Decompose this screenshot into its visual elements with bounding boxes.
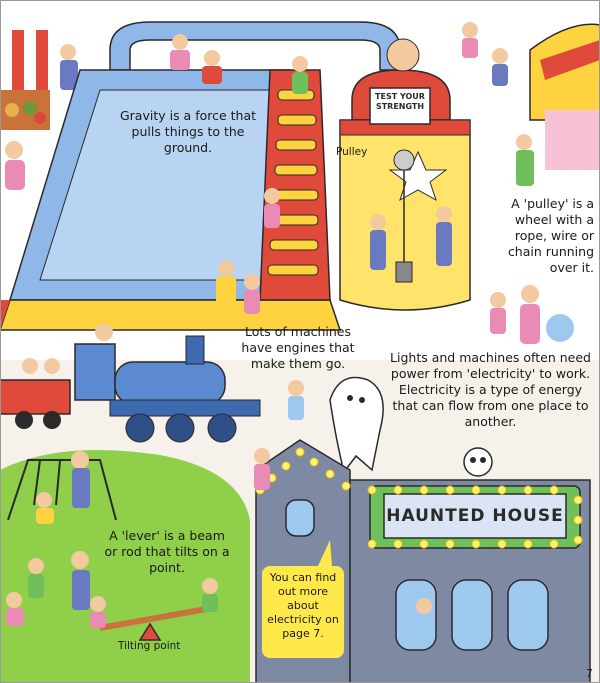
page-number: 7 <box>586 668 593 680</box>
strength-tower <box>339 38 471 311</box>
crowd-right <box>462 22 574 344</box>
swing-set <box>7 459 117 521</box>
note-pointer <box>318 540 332 566</box>
electricity-caption: Lights and machines often need power fro… <box>390 350 591 429</box>
market-stall <box>0 30 50 130</box>
lever-caption: A 'lever' is a beam or rod that tilts on… <box>104 528 230 575</box>
inflatable-slide <box>0 21 401 331</box>
machines-caption: Lots of machines have engines that make … <box>241 324 355 371</box>
carousel <box>529 23 600 170</box>
haunted-house-sign: HAUNTED HOUSE <box>386 506 564 526</box>
gravity-caption: Gravity is a force that pulls things to … <box>119 108 257 155</box>
tilting-point-label: Tilting point <box>118 640 181 652</box>
fairy-lights <box>255 447 583 549</box>
people-middle <box>254 380 304 490</box>
crowd-left <box>5 44 78 190</box>
ghost <box>329 376 384 474</box>
toy-train <box>0 323 261 443</box>
playground-children <box>6 451 90 626</box>
page-reference-note: You can find out more about electricity … <box>262 566 344 658</box>
children-on-slide <box>170 34 308 314</box>
pulley-definition: A 'pulley' is a wheel with a rope, wire … <box>507 196 594 275</box>
page-reference-text: You can find out more about electricity … <box>267 571 339 640</box>
pulley-label: Pulley <box>336 146 368 158</box>
strength-sign: TEST YOUR STRENGTH <box>375 92 425 111</box>
grass-area <box>0 450 250 683</box>
seesaw <box>90 578 218 641</box>
